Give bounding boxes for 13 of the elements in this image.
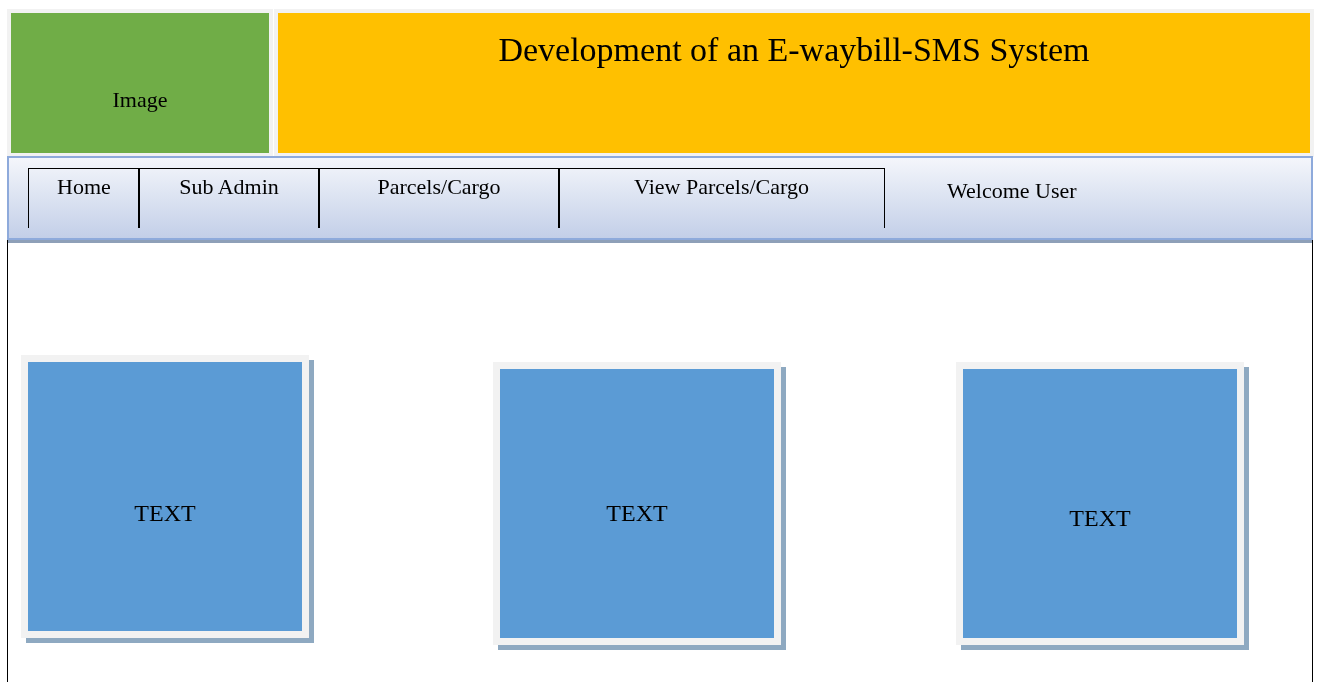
- nav-tab: Parcels/Cargo: [318, 168, 560, 228]
- nav-tab: Sub Admin: [138, 168, 320, 228]
- card-text: TEXT: [133, 500, 197, 527]
- nav-tab: Home: [28, 168, 140, 228]
- welcome-text: Welcome User: [947, 178, 1077, 204]
- nav-bar: [7, 156, 1313, 240]
- card-text: TEXT: [1068, 505, 1132, 532]
- title-banner: [274, 9, 1314, 157]
- card-text: TEXT: [605, 500, 669, 527]
- image-panel: Image: [7, 9, 273, 157]
- banner-title: Development of an E-waybill-SMS System: [497, 31, 1091, 69]
- content-area: [7, 240, 1313, 682]
- nav-tab: View Parcels/Cargo: [558, 168, 885, 228]
